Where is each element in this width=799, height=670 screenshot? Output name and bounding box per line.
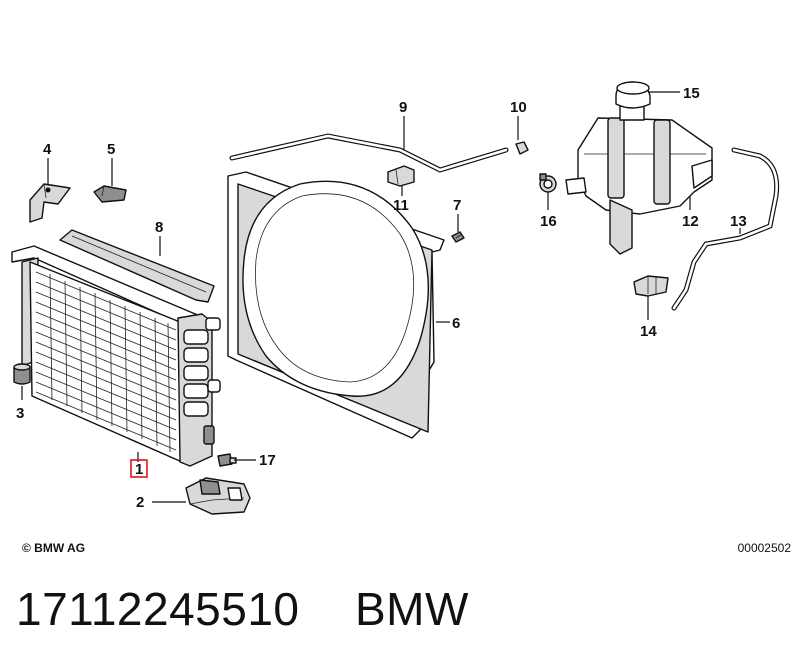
copyright-notice: © BMW AG <box>22 541 86 555</box>
clip-part-10 <box>515 141 529 155</box>
callout-4[interactable]: 4 <box>43 141 52 158</box>
hose-holder-part-14 <box>633 275 669 297</box>
callout-7[interactable]: 7 <box>453 197 461 214</box>
parts-diagram: 1 2 3 4 5 6 7 8 9 10 11 12 13 14 15 16 1… <box>11 81 780 515</box>
callout-16[interactable]: 16 <box>540 213 557 230</box>
callout-labels: 1 2 3 4 5 6 7 8 9 10 11 12 13 14 15 16 1… <box>16 85 747 511</box>
clip-part-5 <box>93 185 127 203</box>
callout-15[interactable]: 15 <box>683 85 700 102</box>
overflow-hose-part <box>671 147 780 311</box>
callout-8[interactable]: 8 <box>155 219 163 236</box>
callout-3[interactable]: 3 <box>16 405 24 422</box>
callout-2[interactable]: 2 <box>136 494 144 511</box>
callout-1[interactable]: 1 <box>135 461 143 478</box>
hose-clamp-part-16 <box>539 173 557 193</box>
callout-10[interactable]: 10 <box>510 99 527 116</box>
hose-clip-part-11 <box>387 165 415 187</box>
callout-6[interactable]: 6 <box>452 315 460 332</box>
radiator-part <box>11 245 221 467</box>
callout-9[interactable]: 9 <box>399 99 407 116</box>
leader-lines <box>21 91 741 503</box>
bolt-part-17 <box>217 453 237 467</box>
callout-5[interactable]: 5 <box>107 141 115 158</box>
brand-name: BMW <box>355 583 469 635</box>
callout-12[interactable]: 12 <box>682 213 699 230</box>
callout-11[interactable]: 11 <box>393 197 409 214</box>
callout-17[interactable]: 17 <box>259 452 276 469</box>
expansion-tank-part <box>565 105 713 255</box>
fan-shroud-part <box>227 171 445 439</box>
cap-part-15 <box>615 81 651 109</box>
lower-mount-part <box>185 477 251 515</box>
part-number: 17112245510 <box>16 583 300 635</box>
screw-part-7 <box>451 231 465 243</box>
rubber-mount-part <box>13 363 31 385</box>
diagram-id: 00002502 <box>737 541 791 555</box>
hose-part-9 <box>229 133 509 173</box>
callout-14[interactable]: 14 <box>640 323 657 340</box>
bracket-part-4 <box>29 183 71 223</box>
callout-1-highlight <box>130 459 148 478</box>
radiator-cover-part <box>59 229 215 303</box>
callout-13[interactable]: 13 <box>730 213 747 230</box>
